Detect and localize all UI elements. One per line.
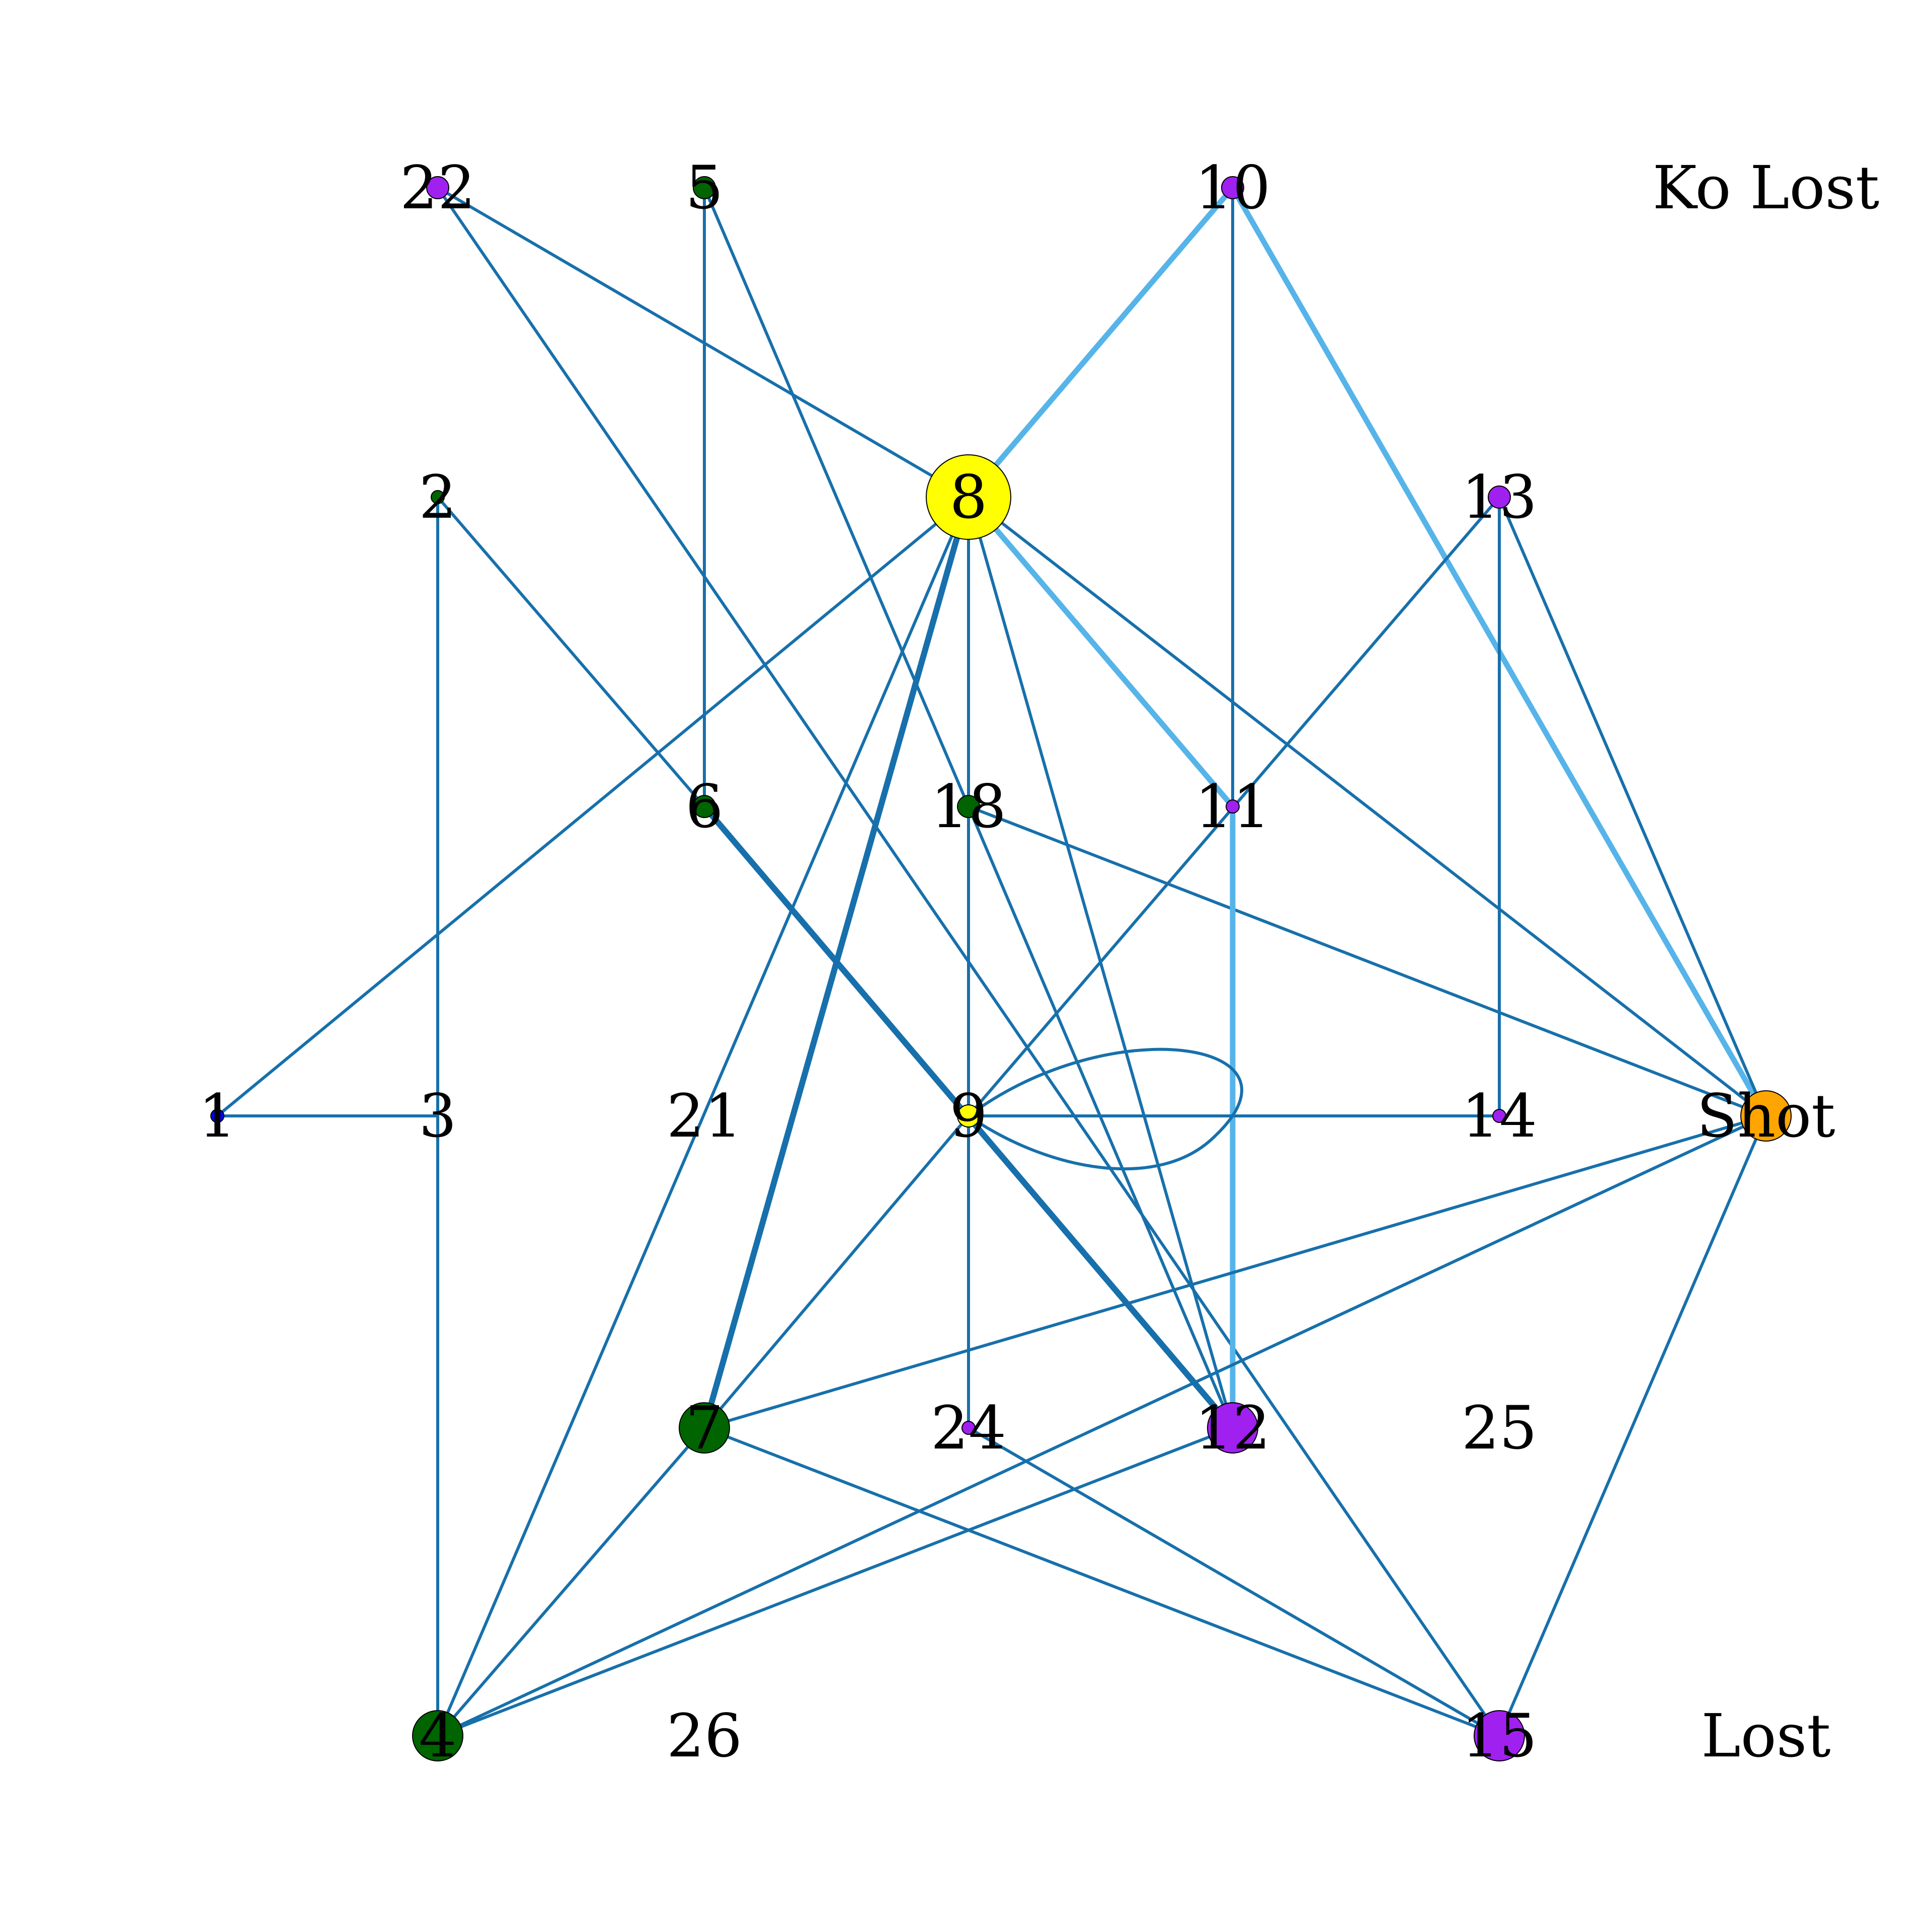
node-11-label: 11 <box>1195 772 1270 841</box>
edge-8-11 <box>965 494 1236 810</box>
node-7-circle <box>679 1402 730 1454</box>
node-10-circle <box>1221 176 1244 199</box>
node-9-label: 9 <box>949 1081 987 1151</box>
edge-9-9 <box>967 1048 1244 1171</box>
node-14-circle <box>1492 1109 1506 1123</box>
node-6-circle <box>693 795 716 818</box>
edge-9-7 <box>703 1114 970 1429</box>
node-13-label: 13 <box>1462 462 1537 532</box>
node-13-circle <box>1488 486 1511 509</box>
edge-10-8 <box>965 185 1236 500</box>
node-22-circle <box>426 176 449 199</box>
node-8-label: 8 <box>949 462 987 532</box>
edge-8-1 <box>216 496 970 1117</box>
node-11-circle <box>1226 799 1240 814</box>
node-Shot-circle <box>1740 1090 1792 1142</box>
node-1-label: 1 <box>198 1081 236 1151</box>
nodes-layer <box>210 176 1792 1761</box>
node-14-label: 14 <box>1462 1081 1537 1151</box>
node-12-label: 12 <box>1195 1393 1270 1463</box>
edge-5-18 <box>703 186 970 808</box>
node-22-label: 22 <box>400 153 475 222</box>
node-26-label: 26 <box>667 1701 742 1770</box>
node-7-label: 7 <box>685 1393 723 1463</box>
node-3-label: 3 <box>419 1081 456 1151</box>
node-KoLost-label: Ko Lost <box>1653 153 1880 222</box>
node-4-label: 4 <box>419 1701 456 1770</box>
edge-18-Shot <box>967 805 1767 1117</box>
node-12-circle <box>1207 1402 1258 1454</box>
edge-13-Shot <box>1498 496 1767 1117</box>
node-25-label: 25 <box>1462 1393 1537 1463</box>
edge-Shot-4 <box>436 1114 1767 1737</box>
edge-7-4 <box>436 1426 706 1737</box>
edge-Shot-7 <box>703 1114 1767 1429</box>
node-1-circle <box>210 1109 224 1123</box>
node-5-circle <box>693 176 716 199</box>
edge-Shot-15 <box>1498 1114 1767 1737</box>
node-21-label: 21 <box>667 1081 742 1151</box>
node-8-circle <box>926 454 1011 540</box>
edge-8-4 <box>436 496 970 1737</box>
edge-12-4 <box>436 1426 1234 1737</box>
node-9-circle <box>957 1104 980 1128</box>
node-6-label: 6 <box>685 772 723 841</box>
node-15-label: 15 <box>1462 1701 1537 1770</box>
node-Shot-label: Shot <box>1697 1081 1835 1151</box>
node-Lost-label: Lost <box>1701 1701 1830 1770</box>
node-2-circle <box>431 490 445 504</box>
node-5-label: 5 <box>685 153 723 222</box>
edge-2-6 <box>436 496 706 808</box>
node-24-circle <box>961 1421 976 1435</box>
edge-8-Shot <box>967 496 1767 1117</box>
node-18-label: 18 <box>931 772 1006 841</box>
node-10-label: 10 <box>1195 153 1270 222</box>
node-24-label: 24 <box>931 1393 1006 1463</box>
node-15-circle <box>1474 1710 1525 1761</box>
edge-7-15 <box>703 1426 1501 1737</box>
node-18-circle <box>957 795 980 818</box>
edge-24-15 <box>967 1426 1501 1737</box>
node-4-circle <box>412 1710 463 1761</box>
node-2-label: 2 <box>419 462 456 532</box>
